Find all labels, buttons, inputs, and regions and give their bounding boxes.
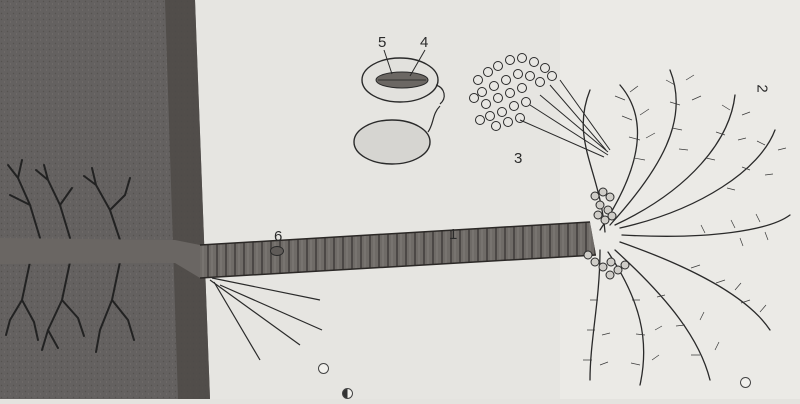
label-fruit-cluster: 3 bbox=[514, 150, 522, 167]
circle-marker-bottom-left bbox=[318, 363, 329, 374]
circle-marker-bottom-right bbox=[740, 377, 751, 388]
label-stem: 1 bbox=[449, 226, 457, 243]
label-seed-whole: 4 bbox=[420, 34, 428, 51]
offshoot-bud bbox=[270, 246, 284, 256]
label-crown: 2 bbox=[754, 84, 771, 92]
label-offshoot: 6 bbox=[274, 228, 282, 245]
label-seed-cut: 5 bbox=[378, 34, 386, 51]
half-circle-marker bbox=[342, 388, 353, 399]
